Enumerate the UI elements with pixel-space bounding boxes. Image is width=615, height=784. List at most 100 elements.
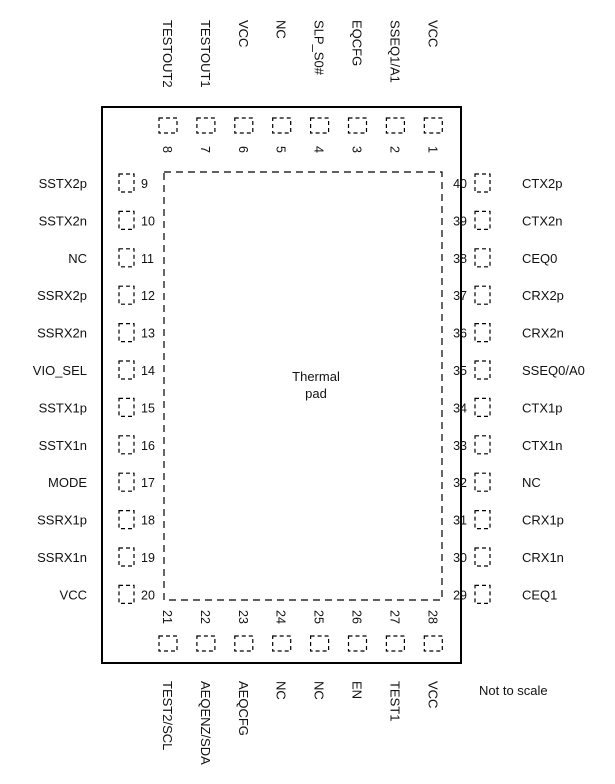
pin-label-24: NC	[274, 681, 289, 700]
pin-label-40: CTX2p	[522, 176, 562, 191]
pin-pad-left-13	[118, 323, 135, 343]
pin-label-25: NC	[312, 681, 327, 700]
pin-label-30: CRX1n	[522, 550, 564, 565]
pin-pad-top-7	[196, 117, 216, 134]
pin-number-27: 27	[387, 610, 401, 624]
pin-label-6: VCC	[236, 20, 251, 47]
pin-pad-right-34	[474, 397, 491, 417]
pin-number-26: 26	[350, 610, 364, 624]
pin-number-14: 14	[141, 364, 155, 378]
pin-pad-bottom-21	[158, 635, 178, 652]
pin-number-25: 25	[312, 610, 326, 624]
pin-pad-right-38	[474, 248, 491, 268]
pin-pad-right-32	[474, 472, 491, 492]
pin-label-28: VCC	[425, 681, 440, 708]
thermal-pad-label-line2: pad	[305, 386, 327, 401]
pin-number-35: 35	[453, 364, 467, 378]
pin-pad-top-4	[310, 117, 330, 134]
pin-number-18: 18	[141, 514, 155, 528]
pin-pad-top-1	[423, 117, 443, 134]
pin-pad-right-37	[474, 285, 491, 305]
pin-label-23: AEQCFG	[236, 681, 251, 736]
pin-label-20: VCC	[60, 587, 87, 602]
pin-label-9: SSTX2p	[39, 176, 87, 191]
pin-label-38: CEQ0	[522, 251, 557, 266]
pin-label-2: SSEQ1/A1	[387, 20, 402, 83]
pin-pad-top-3	[347, 117, 368, 134]
pin-number-37: 37	[453, 289, 467, 303]
pin-label-11: NC	[68, 251, 87, 266]
pin-label-22: AEQENZ/SDA	[198, 681, 213, 765]
pin-label-16: SSTX1n	[39, 438, 87, 453]
pin-number-28: 28	[425, 610, 439, 624]
pin-pad-top-2	[385, 117, 405, 134]
pin-number-21: 21	[160, 610, 174, 624]
pin-number-20: 20	[141, 588, 155, 602]
pin-number-32: 32	[453, 476, 467, 490]
pin-number-10: 10	[141, 214, 155, 228]
pin-label-36: CRX2n	[522, 326, 564, 341]
pin-label-14: VIO_SEL	[33, 363, 87, 378]
pin-label-34: CTX1p	[522, 400, 562, 415]
pin-label-33: CTX1n	[522, 438, 562, 453]
thermal-pad-label-line1: Thermal	[292, 369, 340, 384]
pins-group: 9SSTX2p10SSTX2n11NC12SSRX2p13SSRX2n14VIO…	[33, 20, 585, 765]
pin-pad-bottom-28	[423, 635, 443, 652]
pin-number-31: 31	[453, 514, 467, 528]
package-outline	[101, 106, 462, 664]
pin-pad-top-5	[272, 117, 292, 134]
pin-number-11: 11	[141, 252, 154, 266]
pin-pad-right-30	[474, 547, 491, 567]
pin-pad-left-9	[118, 173, 135, 193]
pin-label-4: SLP_S0#	[312, 20, 327, 76]
pin-number-40: 40	[453, 177, 467, 191]
pin-pad-left-20	[118, 584, 135, 605]
pin-pad-right-36	[474, 323, 491, 343]
pin-pad-bottom-27	[385, 635, 405, 652]
pin-pad-left-10	[118, 210, 135, 230]
pin-pad-right-39	[474, 210, 491, 230]
pin-number-7: 7	[198, 146, 212, 153]
pin-number-16: 16	[141, 439, 155, 453]
pin-pad-bottom-23	[234, 635, 254, 652]
pin-label-5: NC	[274, 20, 289, 39]
pin-pad-left-12	[118, 285, 135, 305]
pin-pad-left-14	[118, 360, 135, 380]
pin-label-8: TESTOUT2	[160, 20, 175, 88]
pin-number-2: 2	[387, 146, 401, 153]
pin-number-3: 3	[350, 146, 364, 153]
pin-pad-bottom-22	[196, 635, 216, 652]
pin-pad-right-29	[474, 584, 491, 605]
pin-pad-left-19	[118, 547, 135, 567]
pin-number-38: 38	[453, 252, 467, 266]
pin-label-12: SSRX2p	[37, 288, 87, 303]
pin-label-21: TEST2/SCL	[160, 681, 175, 750]
pin-number-1: 1	[425, 146, 439, 153]
pin-number-39: 39	[453, 214, 467, 228]
pin-label-31: CRX1p	[522, 513, 564, 528]
thermal-pad	[163, 171, 443, 601]
pin-pad-left-16	[118, 435, 135, 455]
pin-number-17: 17	[141, 476, 155, 490]
pin-pad-right-31	[474, 510, 491, 530]
pin-number-33: 33	[453, 439, 467, 453]
pin-label-13: SSRX2n	[37, 326, 87, 341]
pin-pad-left-17	[118, 472, 135, 492]
pin-pad-left-11	[118, 248, 135, 268]
pin-pad-top-6	[234, 117, 254, 134]
pin-number-29: 29	[453, 588, 467, 602]
pin-pad-top-8	[158, 117, 178, 134]
pin-label-29: CEQ1	[522, 587, 557, 602]
pin-number-23: 23	[236, 610, 250, 624]
pin-label-3: EQCFG	[350, 20, 365, 66]
pin-number-22: 22	[198, 610, 212, 624]
pin-label-26: EN	[350, 681, 365, 699]
pin-number-30: 30	[453, 551, 467, 565]
pin-number-6: 6	[236, 146, 250, 153]
pin-number-36: 36	[453, 327, 467, 341]
pin-label-19: SSRX1n	[37, 550, 87, 565]
pin-label-18: SSRX1p	[37, 513, 87, 528]
pin-pad-bottom-24	[272, 635, 292, 652]
